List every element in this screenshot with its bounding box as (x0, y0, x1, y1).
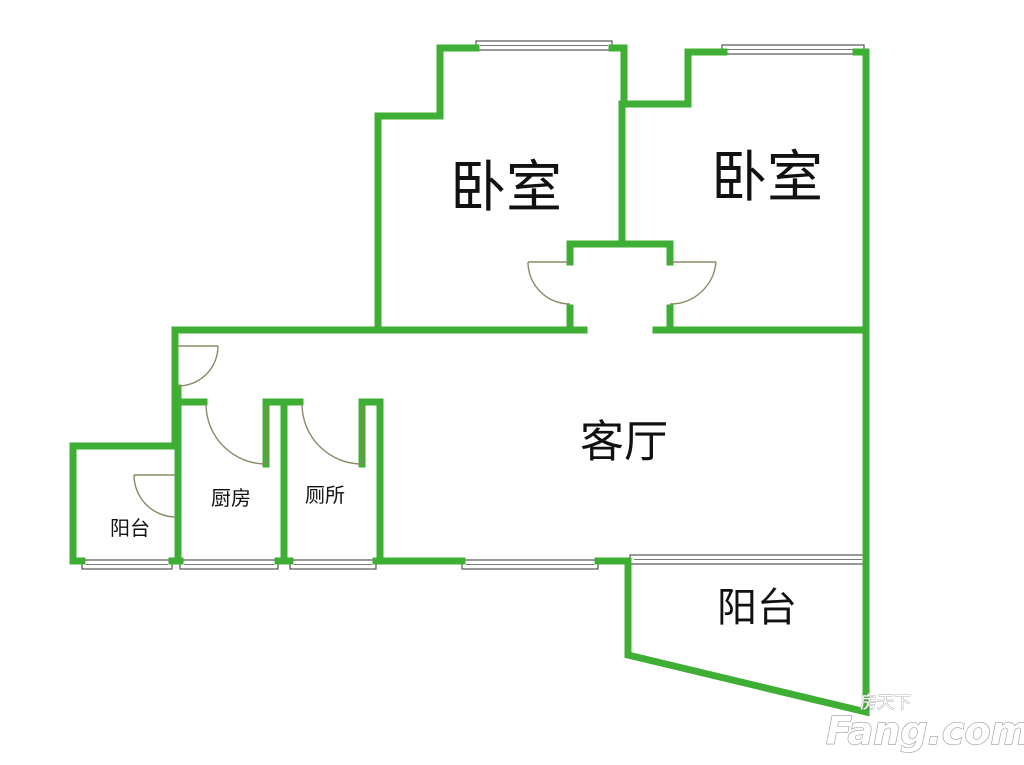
room-labels: 卧室 卧室 客厅 厨房 厕所 阳台 阳台 (110, 146, 823, 632)
window-bedroom-left (475, 40, 613, 51)
room-label-toilet: 厕所 (305, 483, 345, 507)
room-label-living-room: 客厅 (580, 417, 668, 468)
room-label-kitchen: 厨房 (211, 486, 251, 510)
door-toilet (301, 403, 363, 465)
window-bedroom-right (721, 44, 865, 55)
room-label-balcony-small: 阳台 (110, 516, 150, 540)
windows (81, 40, 867, 570)
window-toilet (289, 559, 377, 570)
door-bedroom-left (527, 261, 571, 305)
window-balcony-small (81, 559, 173, 570)
window-balcony-large (629, 554, 867, 565)
room-label-balcony-large: 阳台 (717, 585, 797, 631)
bedroom-niche (566, 240, 674, 266)
window-living-room (461, 559, 599, 570)
outer-wall (69, 44, 870, 717)
door-balcony-small (133, 474, 177, 518)
toilet-top-wall (358, 398, 384, 565)
watermark-cn: 房天下 (860, 693, 911, 713)
watermark: 房天下 Fang.com (825, 693, 1024, 754)
door-bedroom-right (669, 261, 717, 305)
window-kitchen (179, 559, 279, 570)
door-entrance (177, 345, 219, 387)
room-label-bedroom-left: 卧室 (450, 156, 562, 221)
room-label-bedroom-right: 卧室 (711, 146, 823, 211)
door-kitchen (205, 403, 267, 465)
watermark-brand: Fang.com (826, 709, 1024, 753)
doors (133, 261, 717, 518)
